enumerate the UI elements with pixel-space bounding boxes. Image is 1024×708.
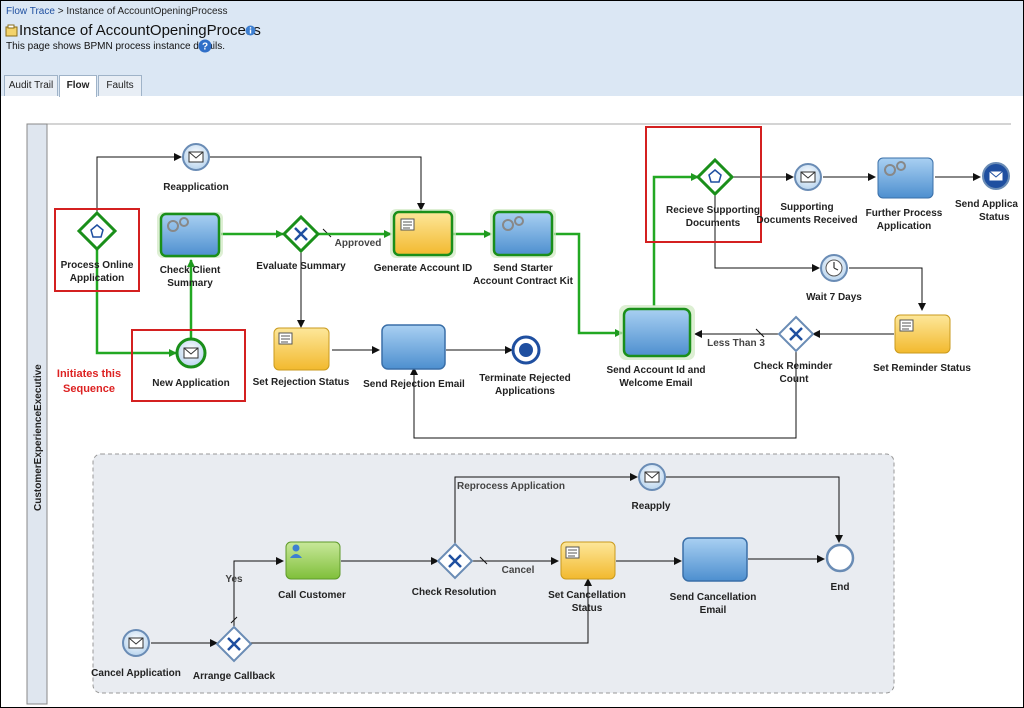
terminate-rejected-end-event[interactable] <box>511 335 541 365</box>
send-rejection-task[interactable] <box>381 324 446 370</box>
check-resolution-label: Check Resolution <box>412 587 496 598</box>
set-cancellation-label-2: Status <box>572 603 603 614</box>
further-process-task[interactable] <box>877 157 934 199</box>
wait-7-days-label: Wait 7 Days <box>806 292 862 303</box>
check-client-task[interactable] <box>157 212 223 258</box>
process-online-label-2: Application <box>70 273 124 284</box>
supporting-received-label-2: Documents Received <box>756 215 857 226</box>
supporting-received-label-1: Supporting <box>780 202 833 213</box>
supporting-received-message-event[interactable] <box>794 163 822 191</box>
process-icon <box>5 24 18 37</box>
set-reminder-task[interactable] <box>894 314 951 354</box>
approved-flow-label: Approved <box>335 238 382 249</box>
receive-supporting-label-1: Recieve Supporting <box>666 205 760 216</box>
annotation-line-2: Sequence <box>63 383 115 395</box>
arrange-callback-gateway[interactable] <box>215 625 253 663</box>
send-starter-task[interactable] <box>490 209 556 258</box>
new-application-label: New Application <box>152 378 229 389</box>
check-resolution-gateway[interactable] <box>436 542 474 580</box>
generate-account-task[interactable] <box>390 209 456 258</box>
terminate-rejected-label-2: Applications <box>495 386 555 397</box>
send-account-id-label-1: Send Account Id and <box>606 365 705 376</box>
lane-label: CustomerExperienceExecutive <box>33 364 44 511</box>
terminate-rejected-label-1: Terminate Rejected <box>479 373 571 384</box>
send-cancellation-task[interactable] <box>682 537 748 582</box>
breadcrumb-current: Instance of AccountOpeningProcess <box>66 6 228 17</box>
send-application-status-event[interactable] <box>982 162 1010 190</box>
exception-subprocess <box>92 453 895 694</box>
further-process-label-1: Further Process <box>866 208 943 219</box>
help-icon[interactable]: ? <box>198 39 212 53</box>
check-reminder-label-1: Check Reminder <box>754 361 833 372</box>
send-applica-label-1: Send Applica <box>955 199 1018 210</box>
cancel-application-label: Cancel Application <box>91 668 181 679</box>
new-application-message-event[interactable] <box>175 337 207 369</box>
info-icon[interactable] <box>245 25 256 36</box>
call-customer-label: Call Customer <box>278 590 346 601</box>
send-cancellation-label-2: Email <box>700 605 727 616</box>
send-account-id-task[interactable] <box>619 305 695 360</box>
highlight-box-start <box>54 208 140 292</box>
breadcrumb-separator: > <box>57 6 64 17</box>
send-account-id-label-2: Welcome Email <box>619 378 692 389</box>
reprocess-flow-label: Reprocess Application <box>457 481 565 492</box>
process-online-label-1: Process Online <box>61 260 134 271</box>
cancel-application-message-event[interactable] <box>122 629 150 657</box>
svg-text:?: ? <box>202 42 208 53</box>
tab-flow[interactable]: Flow <box>59 75 97 97</box>
annotation-line-1: Initiates this <box>57 368 121 380</box>
send-rejection-label: Send Rejection Email <box>363 379 465 390</box>
send-starter-label-2: Account Contract Kit <box>473 276 574 287</box>
breadcrumb: Flow Trace > Instance of AccountOpeningP… <box>6 6 228 17</box>
set-cancellation-label-1: Set Cancellation <box>548 590 626 601</box>
lane-header <box>26 123 48 705</box>
bpmn-diagram: CustomerExperienceExecutive <box>26 123 1018 705</box>
process-online-start-event[interactable] <box>76 210 118 252</box>
page-title: Instance of AccountOpeningProcess <box>19 22 261 39</box>
end-label: End <box>831 582 850 593</box>
tab-faults[interactable]: Faults <box>98 75 142 96</box>
check-reminder-label-2: Count <box>780 374 810 385</box>
check-client-label-1: Check Client <box>160 265 221 276</box>
tab-audit-trail[interactable]: Audit Trail <box>4 75 58 96</box>
reapply-label: Reapply <box>632 501 671 512</box>
send-applica-label-2: Status <box>979 212 1010 223</box>
receive-supporting-label-2: Documents <box>686 218 741 229</box>
generate-account-label: Generate Account ID <box>374 263 473 274</box>
set-cancellation-task[interactable] <box>560 541 616 580</box>
set-rejection-task[interactable] <box>273 327 330 371</box>
evaluate-summary-label: Evaluate Summary <box>256 261 346 272</box>
breadcrumb-flow-trace-link[interactable]: Flow Trace <box>6 6 55 17</box>
page-description: This page shows BPMN process instance de… <box>6 41 225 52</box>
highlight-box-new-application <box>131 329 246 402</box>
check-client-label-2: Summary <box>167 278 213 289</box>
arrange-callback-label: Arrange Callback <box>193 671 276 682</box>
end-event[interactable] <box>825 543 855 573</box>
highlight-box-receive <box>645 126 762 243</box>
page-header: Flow Trace > Instance of AccountOpeningP… <box>1 1 1023 97</box>
send-starter-label-1: Send Starter <box>493 263 553 274</box>
wait-7-days-timer-event[interactable] <box>820 254 848 282</box>
less-than-3-flow-label: Less Than 3 <box>707 338 765 349</box>
check-reminder-gateway[interactable] <box>777 315 815 353</box>
reapply-message-event[interactable] <box>638 463 666 491</box>
set-reminder-label: Set Reminder Status <box>873 363 971 374</box>
reapplication-label: Reapplication <box>163 182 229 193</box>
cancel-flow-label: Cancel <box>502 565 535 576</box>
receive-supporting-gateway[interactable] <box>695 157 735 197</box>
reapplication-message-event[interactable] <box>182 143 210 171</box>
set-rejection-label: Set Rejection Status <box>253 377 350 388</box>
yes-flow-label: Yes <box>225 574 243 585</box>
send-cancellation-label-1: Send Cancellation <box>670 592 757 603</box>
call-customer-task[interactable] <box>285 541 341 580</box>
further-process-label-2: Application <box>877 221 931 232</box>
evaluate-summary-gateway[interactable] <box>281 214 321 254</box>
